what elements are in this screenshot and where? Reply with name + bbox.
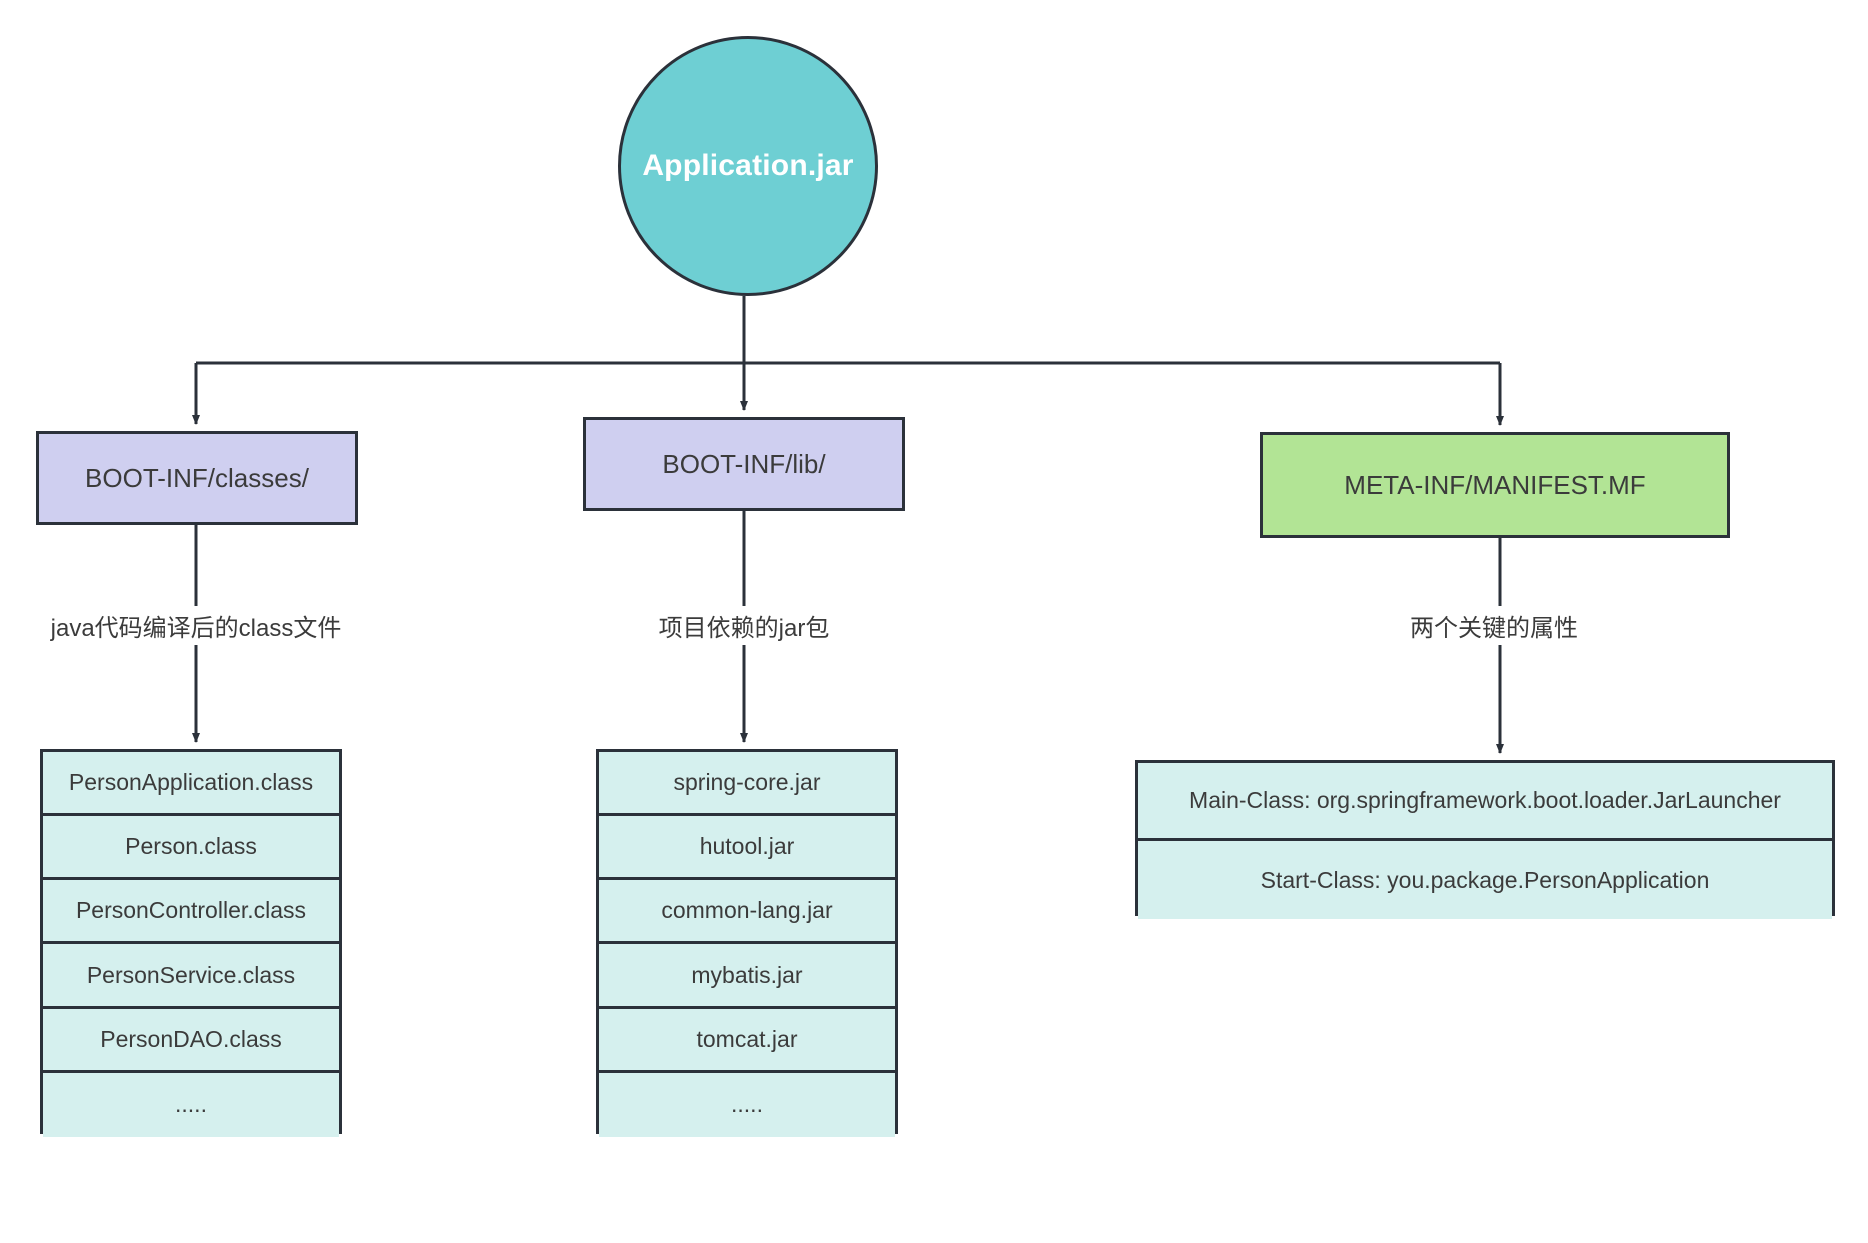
list-item[interactable]: .....: [43, 1072, 339, 1137]
list-item-label: common-lang.jar: [661, 897, 833, 924]
node-boot-inf-classes[interactable]: BOOT-INF/classes/: [36, 431, 358, 525]
list-lib: spring-core.jar hutool.jar common-lang.j…: [596, 749, 898, 1137]
list-item-label: PersonController.class: [75, 897, 307, 924]
list-item-label: mybatis.jar: [691, 961, 803, 988]
edge-label-lib: 项目依赖的jar包: [652, 606, 836, 645]
list-item-label: tomcat.jar: [696, 1025, 798, 1052]
node-application-jar-label: Application.jar: [642, 149, 854, 182]
list-item-label: Main-Class: org.springframework.boot.loa…: [1189, 787, 1781, 813]
list-item-label: PersonApplication.class: [68, 769, 314, 796]
node-boot-inf-classes-label: BOOT-INF/classes/: [85, 462, 309, 493]
list-item[interactable]: .....: [599, 1072, 895, 1137]
list-item[interactable]: Person.class: [43, 816, 339, 881]
list-item[interactable]: spring-core.jar: [599, 752, 895, 817]
list-item-label: Person.class: [125, 833, 257, 860]
list-item-label: .....: [731, 1091, 763, 1118]
edge-label-manifest: 两个关键的属性: [1404, 606, 1584, 645]
list-item[interactable]: Start-Class: you.package.PersonApplicati…: [1138, 841, 1832, 919]
list-item[interactable]: common-lang.jar: [599, 880, 895, 945]
list-item[interactable]: PersonApplication.class: [43, 752, 339, 817]
list-manifest-attributes: Main-Class: org.springframework.boot.loa…: [1135, 760, 1835, 919]
list-item[interactable]: PersonService.class: [43, 944, 339, 1009]
list-item[interactable]: PersonController.class: [43, 880, 339, 945]
edge-label-classes: java代码编译后的class文件: [44, 606, 348, 645]
list-item[interactable]: tomcat.jar: [599, 1008, 895, 1073]
node-meta-inf-manifest-label: META-INF/MANIFEST.MF: [1344, 469, 1646, 500]
node-application-jar[interactable]: Application.jar: [618, 36, 878, 296]
list-item[interactable]: hutool.jar: [599, 816, 895, 881]
node-boot-inf-lib-label: BOOT-INF/lib/: [662, 448, 826, 479]
list-item[interactable]: mybatis.jar: [599, 944, 895, 1009]
list-item[interactable]: Main-Class: org.springframework.boot.loa…: [1138, 763, 1832, 841]
list-item-label: PersonService.class: [86, 961, 296, 988]
list-item-label: .....: [175, 1091, 207, 1118]
node-meta-inf-manifest[interactable]: META-INF/MANIFEST.MF: [1260, 432, 1730, 538]
list-item[interactable]: PersonDAO.class: [43, 1008, 339, 1073]
list-classes: PersonApplication.class Person.class Per…: [40, 749, 342, 1137]
list-item-label: hutool.jar: [699, 833, 795, 860]
list-item-label: spring-core.jar: [673, 769, 821, 796]
list-item-label: Start-Class: you.package.PersonApplicati…: [1260, 866, 1710, 893]
node-boot-inf-lib[interactable]: BOOT-INF/lib/: [583, 417, 905, 511]
list-item-label: PersonDAO.class: [100, 1025, 282, 1052]
